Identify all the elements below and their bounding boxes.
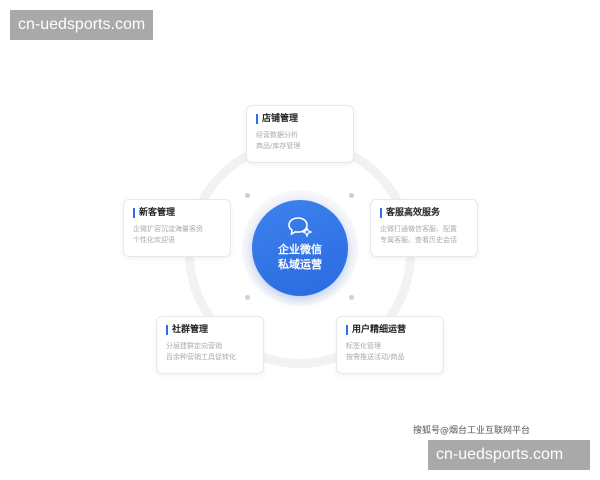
card-line: 商品/库存管理	[256, 142, 301, 150]
card-line: 经营数据分析	[256, 131, 298, 139]
card-line: 分层建群定向营销	[166, 342, 222, 350]
card-line: 个性化欢迎语	[133, 236, 175, 244]
card-store-management: 店铺管理 经营数据分析 商品/库存管理	[246, 105, 354, 163]
hub-title-line2: 私域运营	[278, 258, 322, 271]
hub-title-line1: 企业微信	[278, 243, 322, 256]
card-title: 用户精细运营	[346, 325, 434, 335]
hub-circle: 企业微信 私域运营	[252, 200, 348, 296]
watermark-bottom: cn-uedsports.com	[428, 440, 590, 470]
card-title: 客服高效服务	[380, 208, 468, 218]
card-title: 新客管理	[133, 208, 221, 218]
card-customer-service: 客服高效服务 企微打通微信客服、配置 专属客服、查看历史会话	[370, 199, 478, 257]
card-title: 社群管理	[166, 325, 254, 335]
orbit-dot	[349, 193, 354, 198]
orbit-dot	[245, 193, 250, 198]
orbit-dot	[245, 295, 250, 300]
card-new-customer: 新客管理 企微扩容沉淀海量客资 个性化欢迎语	[123, 199, 231, 257]
card-user-operations: 用户精细运营 标签化管理 按需推送活动/商品	[336, 316, 444, 374]
orbit-dot	[349, 295, 354, 300]
card-line: 企微扩容沉淀海量客资	[133, 225, 203, 233]
source-watermark: 搜狐号@烟台工业互联网平台	[413, 426, 531, 436]
card-line: 专属客服、查看历史会话	[380, 236, 457, 244]
card-line: 企微打通微信客服、配置	[380, 225, 457, 233]
card-title: 店铺管理	[256, 114, 344, 124]
card-line: 百余种营销工具促转化	[166, 353, 236, 361]
card-community: 社群管理 分层建群定向营销 百余种营销工具促转化	[156, 316, 264, 374]
card-line: 按需推送活动/商品	[346, 353, 405, 361]
chat-bubble-sparkle-icon	[288, 217, 313, 238]
card-line: 标签化管理	[346, 342, 381, 350]
watermark-top: cn-uedsports.com	[10, 10, 154, 40]
